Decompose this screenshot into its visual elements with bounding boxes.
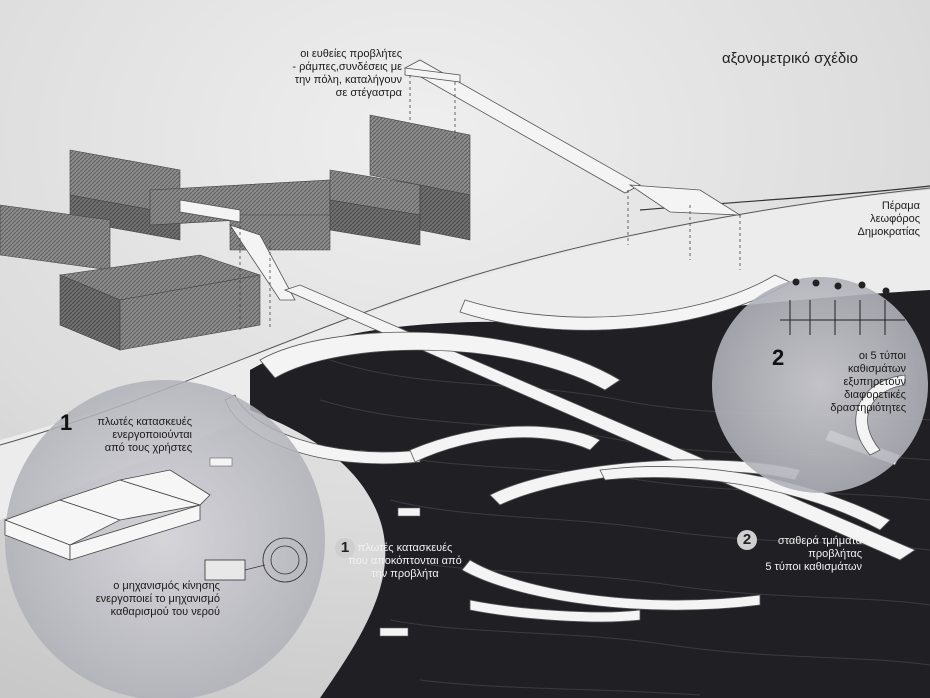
floating-elements (209, 457, 421, 637)
label-floating-users: πλωτές κατασκευές ενεργοποιούνται από το… (97, 416, 192, 454)
label-number-floating-detached: 1 (335, 538, 355, 558)
label-seats: οι 5 τύποι καθισμάτων εξυπηρετούν διαφορ… (830, 350, 906, 414)
boat-structure (3, 469, 211, 561)
pier-pillars (239, 75, 741, 330)
cleaning-mechanism (204, 537, 308, 583)
detail-circle-floating (5, 380, 325, 698)
diagram-title: αξονομετρικό σχέδιο (722, 50, 858, 67)
shore-land (0, 190, 930, 520)
label-floating-detached: πλωτές κατασκευές που αποκόπτονται από τ… (348, 542, 462, 580)
seat-figures (780, 278, 905, 335)
label-perama: Πέραμα λεωφόρος Δημοκρατίας (857, 200, 921, 238)
label-mechanism: ο μηχανισμός κίνησης ενεργοποιεί το μηχα… (95, 580, 220, 618)
label-fixed-parts: σταθερά τμήματα προβλήτας 5 τύποι καθισμ… (765, 535, 862, 573)
label-number-fixed-parts: 2 (737, 530, 757, 550)
label-straight-piers: οι ευθείες προβλήτες - ράμπες,συνδέσεις … (292, 48, 402, 99)
label-number-seats: 2 (772, 345, 785, 370)
buildings (0, 114, 471, 351)
seat-pier-curve (855, 374, 906, 456)
detail-circle-seats (712, 277, 928, 493)
label-number-floating-users: 1 (60, 410, 73, 435)
